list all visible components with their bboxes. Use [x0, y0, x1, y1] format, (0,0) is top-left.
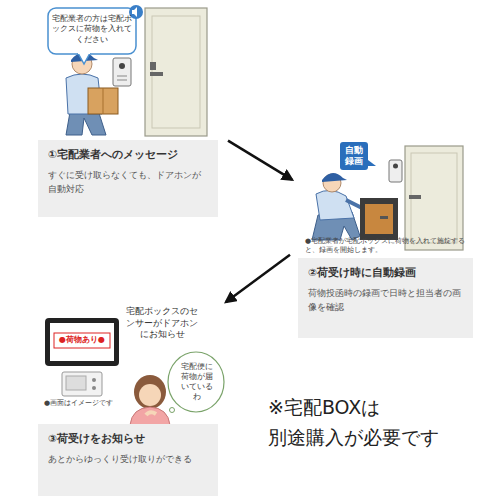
step-body: 荷物投函時の録画で日時と担当者の画像を確認 [308, 287, 463, 315]
speech-bubble-part [129, 5, 143, 19]
recording-badge-part [340, 142, 368, 170]
delivery-person-part [322, 173, 347, 182]
step-heading: ③荷受けをお知らせ [48, 432, 208, 446]
illustration-label: ●画面はイメージです [44, 399, 134, 408]
thought-bubble [168, 352, 224, 413]
step-panel: ②荷受け時に自動録画荷物投函時の録画で日時と担当者の画像を確認 [298, 140, 473, 338]
delivery-box-part [365, 204, 393, 234]
monitor-part [45, 318, 119, 366]
step-heading: ②荷受け時に自動録画 [308, 266, 463, 280]
doorphone-part [117, 76, 127, 77]
speech-bubble-part [78, 53, 90, 64]
delivery-person-part [88, 88, 118, 114]
thought-bubble-part [168, 352, 224, 412]
intercom-unit-part [66, 376, 86, 390]
intercom-unit [62, 372, 102, 396]
panel-ground [38, 424, 218, 496]
delivery-box [360, 198, 398, 240]
illustration-label: ●荷物あり● [55, 335, 109, 345]
panel-ground [38, 140, 218, 217]
door [145, 8, 207, 136]
door-part [150, 72, 163, 76]
door-part [409, 195, 421, 199]
woman-part [134, 375, 166, 409]
monitor [45, 318, 119, 366]
panel-text: ①宅配業者へのメッセージすぐに受け取らなくても、ドアホンが自動対応 [38, 140, 218, 205]
step-panel: ③荷受けをお知らせあとからゆっくり受け取りができる [38, 300, 218, 496]
illustration-label: 自動録画 [344, 145, 364, 167]
illustration-label: 宅配業者の方は宅配ボックスに荷物を入れてください [52, 14, 132, 45]
panel-ground [298, 258, 473, 338]
doorphone-part [117, 80, 127, 81]
speech-bubble [48, 5, 143, 64]
door [405, 146, 463, 250]
doorphone [113, 58, 131, 86]
woman-part [130, 407, 170, 425]
woman-part [139, 384, 161, 406]
speech-bubble-part [132, 7, 137, 17]
step-heading: ①宅配業者へのメッセージ [48, 148, 208, 162]
flow-arrow [228, 141, 292, 180]
step-panel: ①宅配業者へのメッセージすぐに受け取らなくても、ドアホンが自動対応 [38, 5, 218, 217]
illustration-label: 宅配便に荷物が届いているわ [180, 362, 214, 402]
doorphone-part [393, 164, 398, 169]
step-body: すぐに受け取らなくても、ドアホンが自動対応 [48, 169, 208, 197]
intercom-unit-part [92, 378, 96, 382]
door-part [405, 146, 463, 250]
intercom-unit-part [62, 372, 102, 396]
door-part [150, 62, 156, 70]
delivery-person-part [346, 200, 362, 208]
panel-text: ②荷受け時に自動録画荷物投函時の録画で日時と担当者の画像を確認 [298, 258, 473, 323]
recording-badge-part [368, 160, 376, 166]
woman [130, 375, 170, 425]
delivery-person-part [316, 190, 354, 220]
delivery-box-part [380, 216, 388, 219]
recording-badge [340, 142, 376, 170]
monitor-part [54, 333, 110, 348]
door-part [145, 8, 207, 136]
delivery-person [66, 52, 118, 135]
thought-bubble-part [170, 408, 175, 413]
delivery-person-part [103, 88, 104, 114]
doorphone-part [113, 58, 131, 86]
speech-bubble-part [78, 51, 90, 54]
illustration-label: 宅配ボックスのセンサーがドアホンにお知らせ [124, 306, 200, 341]
speech-bubble-part [48, 8, 136, 54]
delivery-person [312, 173, 362, 240]
delivery-box-part [360, 198, 398, 240]
doorphone-part [389, 160, 402, 182]
panel-text: ③荷受けをお知らせあとからゆっくり受け取りができる [38, 424, 218, 475]
doorphone-part [119, 63, 125, 69]
illustration-label: ●宅配業者が宅配ボックスに荷物を入れて施錠すると、録画を開始します。 [305, 237, 470, 255]
intercom-unit-part [92, 386, 96, 390]
doorphone [389, 160, 402, 182]
step-body: あとからゆっくり受け取りができる [48, 453, 208, 467]
illustration-label: ※宅配BOXは 別途購入が必要です [268, 392, 468, 453]
flow-arrow [226, 255, 290, 302]
monitor-part [50, 323, 114, 361]
woman-part [146, 412, 156, 415]
